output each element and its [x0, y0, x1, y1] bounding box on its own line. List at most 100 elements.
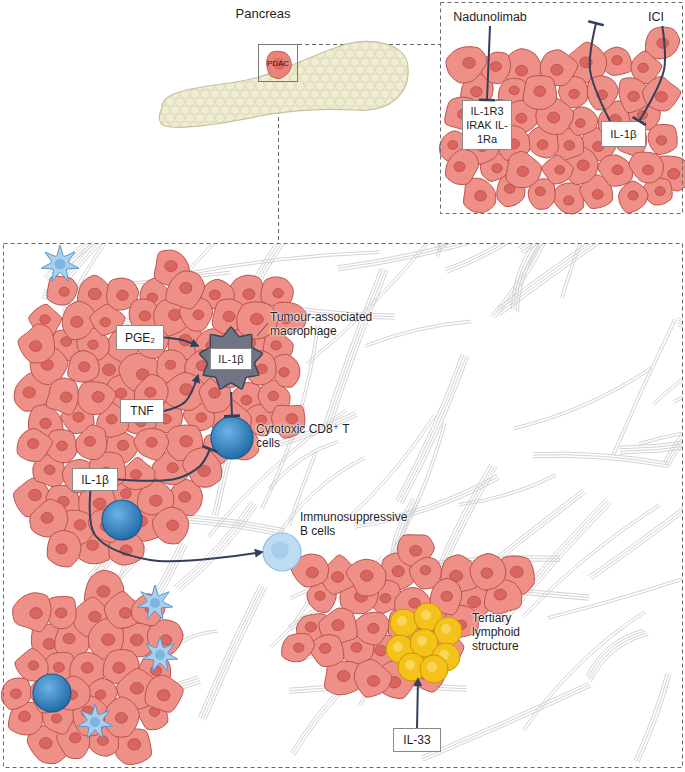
collagen-fibre — [636, 674, 668, 762]
pancreas-lobule — [386, 82, 395, 91]
pancreas-lobule — [181, 42, 190, 51]
pancreas-lobule — [171, 42, 180, 51]
pancreas-lobule — [326, 66, 335, 75]
collagen-fibre — [345, 416, 436, 523]
cell-nucleus — [55, 608, 66, 618]
pancreas-lobule — [201, 58, 210, 67]
pancreas-lobule — [151, 122, 160, 131]
cell-nucleus — [516, 113, 527, 123]
cell-membrane — [46, 378, 78, 415]
pancreas-lobule — [276, 98, 285, 107]
pancreas-lobule — [146, 98, 155, 107]
cell-nucleus — [97, 586, 110, 598]
collagen-fibre — [454, 493, 586, 598]
tumour-cell — [308, 635, 343, 667]
pancreas-lobule — [176, 114, 185, 123]
pancreas-lobule — [236, 66, 245, 75]
cell-nucleus — [305, 622, 316, 632]
collagen-fibre — [561, 244, 631, 297]
cell-nucleus — [69, 733, 81, 743]
tumour-cell — [68, 351, 99, 382]
pancreas-lobule — [186, 114, 195, 123]
collagen-fibre — [533, 457, 668, 467]
pancreas-body — [159, 42, 408, 128]
node-text: IL-1β — [610, 127, 636, 141]
pancreas-lobule — [161, 74, 170, 83]
node-text: Nadunolimab — [453, 10, 527, 24]
cell-nucleus — [279, 368, 290, 377]
pancreas-lobule — [196, 50, 205, 59]
cell-nucleus — [79, 362, 90, 372]
cell-nucleus — [23, 387, 35, 398]
pancreas-lobule — [386, 34, 395, 43]
cell-membrane — [261, 277, 293, 306]
cell-nucleus — [637, 111, 647, 120]
cytokine-box: IL-1β — [601, 121, 646, 147]
pancreas-lobule — [296, 82, 305, 91]
pancreas-lobule — [336, 114, 345, 123]
inhibition-connector — [487, 26, 490, 100]
cell-nucleus — [241, 395, 252, 405]
pancreas-lobule — [231, 58, 240, 67]
pancreas-lobule — [381, 74, 390, 83]
pancreas-lobule — [216, 114, 225, 123]
dendritic-body — [142, 637, 177, 671]
pancreas-lobule — [291, 42, 300, 51]
cell-nucleus — [180, 384, 193, 396]
pancreas-organ: PancreasPDAC — [150, 38, 412, 130]
tumour-cell — [183, 448, 222, 487]
pancreas-lobule — [406, 98, 415, 107]
pancreas-lobule — [411, 90, 420, 99]
pancreas-lobule — [341, 74, 350, 83]
pancreas-lobule — [331, 106, 340, 115]
cell-nucleus — [130, 634, 143, 645]
pancreas-lobule — [241, 42, 250, 51]
pancreas-lobule — [226, 50, 235, 59]
tumour-cell — [645, 27, 679, 59]
node-text: PDAC — [267, 59, 289, 68]
tumour-cell — [145, 675, 183, 712]
pancreas-lobule — [391, 122, 400, 131]
pancreas-lobule — [206, 50, 215, 59]
pancreas-lobule — [226, 34, 235, 43]
pancreas-lobule — [351, 122, 360, 131]
cell-membrane — [598, 155, 633, 186]
dendritic-cell — [41, 245, 78, 281]
lymphocyte-nucleus — [405, 660, 415, 670]
pancreas-lobule — [356, 114, 365, 123]
pancreas-lobule — [366, 66, 375, 75]
pancreas-lobule — [376, 82, 385, 91]
cell-nucleus — [11, 689, 22, 699]
pancreas-lobule — [156, 82, 165, 91]
cell-nucleus — [454, 162, 465, 172]
collagen-fibre — [523, 611, 644, 729]
cell-nucleus — [569, 89, 580, 98]
cell-nucleus — [115, 712, 127, 723]
cell-membrane — [470, 554, 506, 590]
cell-nucleus — [92, 391, 104, 402]
pancreas-lobule — [181, 122, 190, 131]
cell-nucleus — [56, 544, 67, 554]
collagen-fibre — [174, 253, 380, 277]
cell-nucleus — [81, 662, 93, 673]
pancreas-lobule — [236, 114, 245, 123]
cell-nucleus — [73, 412, 84, 422]
pancreas-lobule — [166, 66, 175, 75]
node-text: IL-33 — [403, 733, 430, 747]
pancreas-lobule — [316, 114, 325, 123]
pancreas-lobule — [306, 82, 315, 91]
pancreas-lobule — [211, 90, 220, 99]
pancreas-lobule — [201, 90, 210, 99]
collagen-fibre — [592, 461, 682, 580]
pancreas-lobule — [181, 58, 190, 67]
cell-nucleus — [41, 512, 53, 523]
pancreas-lobule — [366, 50, 375, 59]
node-text: TNF — [130, 404, 153, 418]
cell-nucleus — [515, 65, 527, 76]
cell-nucleus — [94, 498, 107, 509]
dendritic-nucleus — [155, 650, 165, 660]
pancreas-lobule — [276, 114, 285, 123]
pancreas-lobule — [246, 34, 255, 43]
collagen-fibre — [521, 244, 676, 252]
